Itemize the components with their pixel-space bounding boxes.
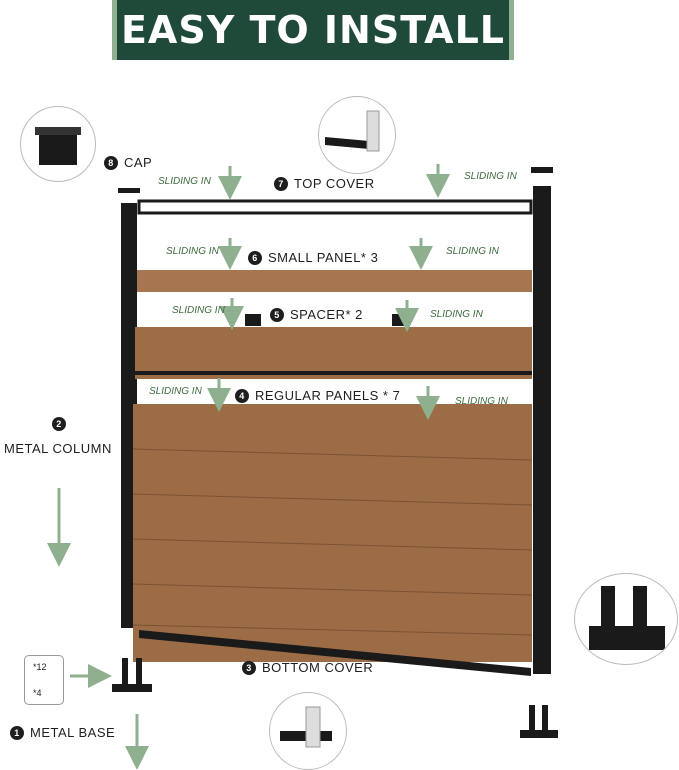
sliding-in-label: SLIDING IN: [166, 246, 219, 257]
screw-count-b: *4: [33, 688, 42, 698]
metal-base-small-icon: [520, 705, 558, 738]
sliding-in-label: SLIDING IN: [455, 396, 508, 407]
sliding-in-label: SLIDING IN: [172, 305, 225, 316]
top-cover-rail: [137, 199, 533, 215]
right-metal-column: [533, 186, 551, 674]
cap-detail-image: [20, 106, 96, 182]
screw-pack: *12 *4: [24, 655, 64, 705]
label-metal-column: 2 METAL COLUMN: [4, 417, 112, 456]
step-badge: 8: [104, 156, 118, 170]
step-badge: 7: [274, 177, 288, 191]
metal-base-icon: [112, 658, 152, 692]
step-badge: 1: [10, 726, 24, 740]
right-cap: [531, 167, 553, 173]
mid-panel: [135, 327, 532, 379]
top-cover-detail-image: [318, 96, 396, 174]
title-banner: EASY TO INSTALL: [112, 0, 514, 60]
sliding-in-label: SLIDING IN: [464, 171, 517, 182]
base-detail-image: [574, 573, 678, 665]
step-badge: 5: [270, 308, 284, 322]
page-title: EASY TO INSTALL: [120, 8, 506, 52]
step-badge: 4: [235, 389, 249, 403]
bottom-cover-detail-image: [269, 692, 347, 770]
sliding-in-label: SLIDING IN: [158, 176, 211, 187]
bottom-cover-rail: [139, 630, 531, 676]
step-badge: 6: [248, 251, 262, 265]
step-badge: 3: [242, 661, 256, 675]
left-cap: [118, 188, 140, 193]
sliding-in-label: SLIDING IN: [446, 246, 499, 257]
sliding-in-label: SLIDING IN: [149, 386, 202, 397]
step-badge: 2: [52, 417, 66, 431]
screw-count-a: *12: [33, 662, 47, 672]
sliding-in-label: SLIDING IN: [430, 309, 483, 320]
regular-panels: [132, 404, 533, 662]
small-panel: [137, 270, 532, 292]
spacer-left: [245, 314, 261, 326]
